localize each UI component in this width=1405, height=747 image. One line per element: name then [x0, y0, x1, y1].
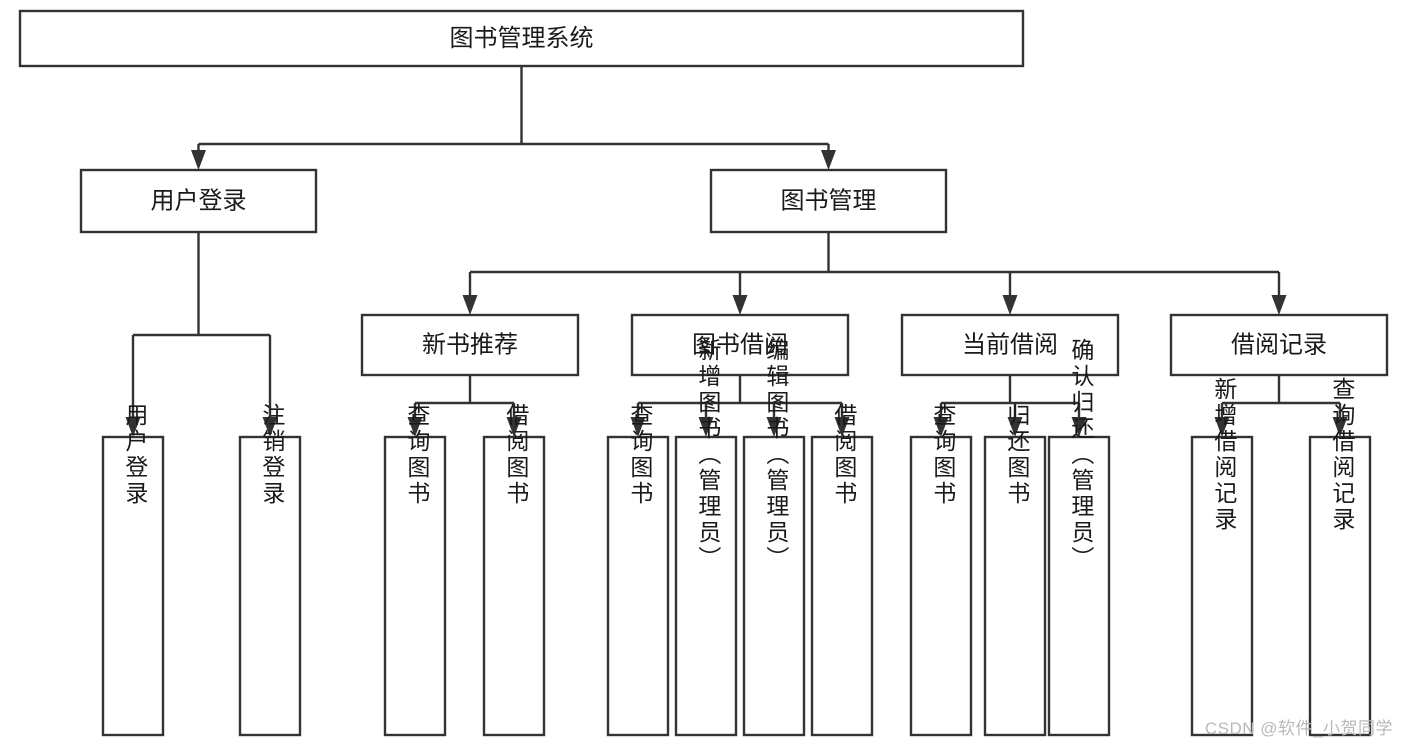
node-leaf-cb-query[interactable]: 查询图书 — [909, 403, 973, 737]
csdn-watermark: CSDN @软件_小贺同学 — [1204, 719, 1393, 738]
node-leaf-rec-query[interactable]: 查询图书 — [383, 403, 447, 737]
arrow-head-icon — [125, 417, 141, 437]
arrow-head-icon — [1002, 295, 1018, 315]
node-label: 借阅图书 — [503, 403, 530, 507]
node-label: 新增图书（管理员） — [695, 338, 722, 572]
node-label: 确认归还（管理员） — [1068, 338, 1095, 572]
node-box — [482, 435, 546, 737]
node-leaf-br-query[interactable]: 查询借阅记录 — [1308, 377, 1372, 737]
node-label: 图书借阅 — [692, 331, 788, 358]
node-label: 借阅图书 — [831, 403, 858, 507]
node-label: 注销登录 — [259, 403, 286, 507]
node-label: 用户登录 — [151, 187, 247, 214]
arrow-head-icon — [1214, 417, 1230, 437]
node-label: 查询图书 — [627, 403, 654, 507]
node-box — [101, 435, 165, 737]
arrow-head-icon — [766, 417, 782, 437]
arrow-head-icon — [630, 417, 646, 437]
node-label: 图书管理 — [781, 187, 877, 214]
node-new-book-rec[interactable]: 新书推荐 — [360, 313, 580, 377]
node-book-manage[interactable]: 图书管理 — [709, 168, 948, 234]
node-box — [1190, 435, 1254, 737]
node-leaf-bb-query[interactable]: 查询图书 — [606, 403, 670, 737]
node-box — [630, 313, 850, 377]
node-borrow-record[interactable]: 借阅记录 — [1169, 313, 1389, 377]
node-book-borrow[interactable]: 图书借阅 — [630, 313, 850, 377]
node-box — [742, 435, 806, 737]
node-leaf-br-add[interactable]: 新增借阅记录 — [1190, 377, 1254, 737]
arrow-head-icon — [506, 417, 522, 437]
node-box — [238, 435, 302, 737]
node-box — [674, 435, 738, 737]
node-leaf-user-login[interactable]: 用户登录 — [101, 403, 165, 737]
node-current-borrow[interactable]: 当前借阅 — [900, 313, 1120, 377]
node-leaf-cb-return[interactable]: 归还图书 — [983, 403, 1047, 737]
node-label: 归还图书 — [1004, 403, 1031, 507]
arrow-head-icon — [191, 150, 206, 170]
node-leaf-bb-borrow[interactable]: 借阅图书 — [810, 403, 874, 737]
node-leaf-rec-borrow[interactable]: 借阅图书 — [482, 403, 546, 737]
node-label: 新增借阅记录 — [1211, 377, 1238, 533]
node-label: 查询图书 — [930, 403, 957, 507]
node-label: 新书推荐 — [422, 331, 518, 358]
node-box — [360, 313, 580, 377]
arrow-head-icon — [407, 417, 423, 437]
node-label: 用户登录 — [122, 403, 149, 507]
node-leaf-bb-add[interactable]: 新增图书（管理员） — [674, 338, 738, 737]
node-box — [900, 313, 1120, 377]
node-leaf-user-logout[interactable]: 注销登录 — [238, 403, 302, 737]
node-box — [606, 435, 670, 737]
node-label: 借阅记录 — [1231, 331, 1327, 358]
node-box — [18, 9, 1025, 68]
node-box — [909, 435, 973, 737]
node-box — [709, 168, 948, 234]
node-box — [383, 435, 447, 737]
arrow-head-icon — [698, 417, 714, 437]
node-box — [1047, 435, 1111, 737]
node-leaf-bb-edit[interactable]: 编辑图书（管理员） — [742, 338, 806, 737]
arrow-head-icon — [1007, 417, 1023, 437]
arrow-head-icon — [821, 150, 836, 170]
node-box — [810, 435, 874, 737]
connector-layer — [125, 66, 1348, 437]
node-label: 编辑图书（管理员） — [763, 338, 790, 572]
node-user-login[interactable]: 用户登录 — [79, 168, 318, 234]
node-label: 当前借阅 — [962, 331, 1058, 358]
node-label: 查询图书 — [404, 403, 431, 507]
node-root[interactable]: 图书管理系统 — [18, 9, 1025, 68]
node-box — [1169, 313, 1389, 377]
arrow-head-icon — [732, 295, 748, 315]
node-box — [1308, 435, 1372, 737]
arrow-head-icon — [933, 417, 949, 437]
arrow-head-icon — [1332, 417, 1348, 437]
node-label: 查询借阅记录 — [1329, 377, 1356, 533]
node-box — [983, 435, 1047, 737]
arrow-head-icon — [262, 417, 278, 437]
arrow-head-icon — [834, 417, 850, 437]
node-leaf-cb-confirm[interactable]: 确认归还（管理员） — [1047, 338, 1111, 737]
node-layer: 图书管理系统用户登录图书管理新书推荐图书借阅当前借阅借阅记录用户登录注销登录查询… — [18, 9, 1389, 737]
arrow-head-icon — [462, 295, 478, 315]
arrow-head-icon — [1071, 417, 1087, 437]
arrow-head-icon — [1271, 295, 1287, 315]
node-box — [79, 168, 318, 234]
node-label: 图书管理系统 — [450, 25, 594, 52]
